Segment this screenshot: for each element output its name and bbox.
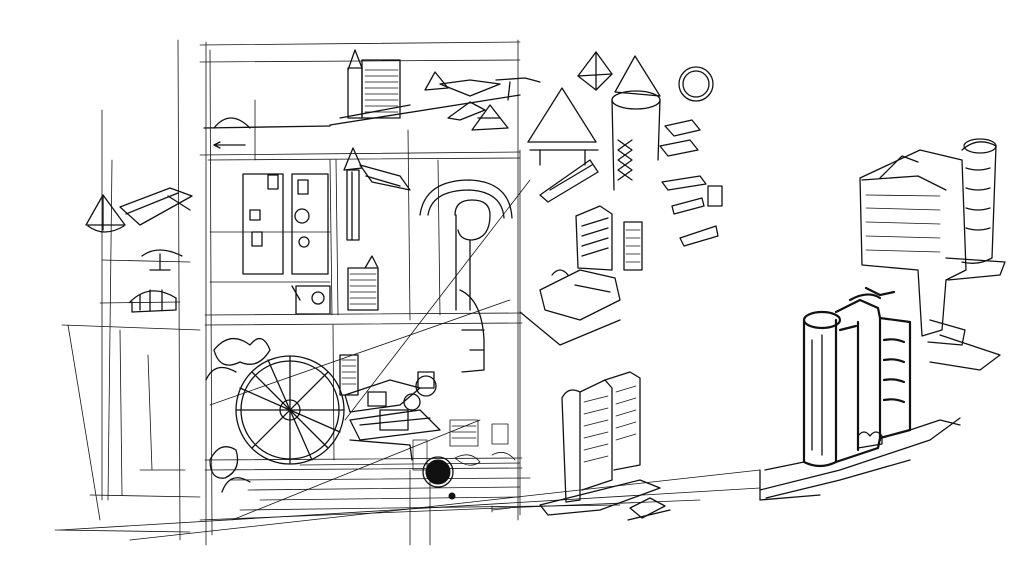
left-flat-canopy-sketch — [141, 249, 183, 271]
top-strip-tent-structures — [424, 71, 541, 131]
left-tent-canopy-sketch — [85, 187, 193, 233]
site-plan-hatched-blocks — [412, 419, 516, 471]
ground-lines — [59, 462, 761, 546]
stacked-slab-studies — [659, 119, 723, 247]
left-barrel-vault-sketch — [129, 289, 177, 313]
perspective-building-front-details — [759, 334, 961, 501]
center-sheet-grid — [199, 39, 531, 546]
pyramid-tower-study — [611, 55, 661, 191]
perspective-building-rear — [859, 138, 1006, 371]
left-perspective-frame — [54, 39, 201, 541]
site-plan-black-circle — [422, 456, 456, 500]
top-strip-dome-section — [203, 117, 331, 149]
tower-perspective-upper — [519, 205, 643, 346]
ring-plan-study — [678, 66, 714, 102]
site-plan-radial-wheel — [205, 338, 345, 493]
top-strip-twin-tower — [329, 49, 521, 126]
pyramid-frame-study — [527, 87, 599, 203]
arch-keyhole-sketch — [419, 179, 513, 373]
tower-perspective-lower — [539, 371, 671, 521]
mid-tower-canopy — [343, 147, 411, 241]
site-plan-buildings — [339, 354, 441, 461]
pyramid-icon-small — [577, 51, 613, 91]
floor-plan-small-tower — [347, 255, 379, 311]
perspective-building-front — [802, 286, 912, 468]
floor-plan-left — [242, 173, 331, 315]
site-plan-scale-bar — [491, 505, 511, 513]
